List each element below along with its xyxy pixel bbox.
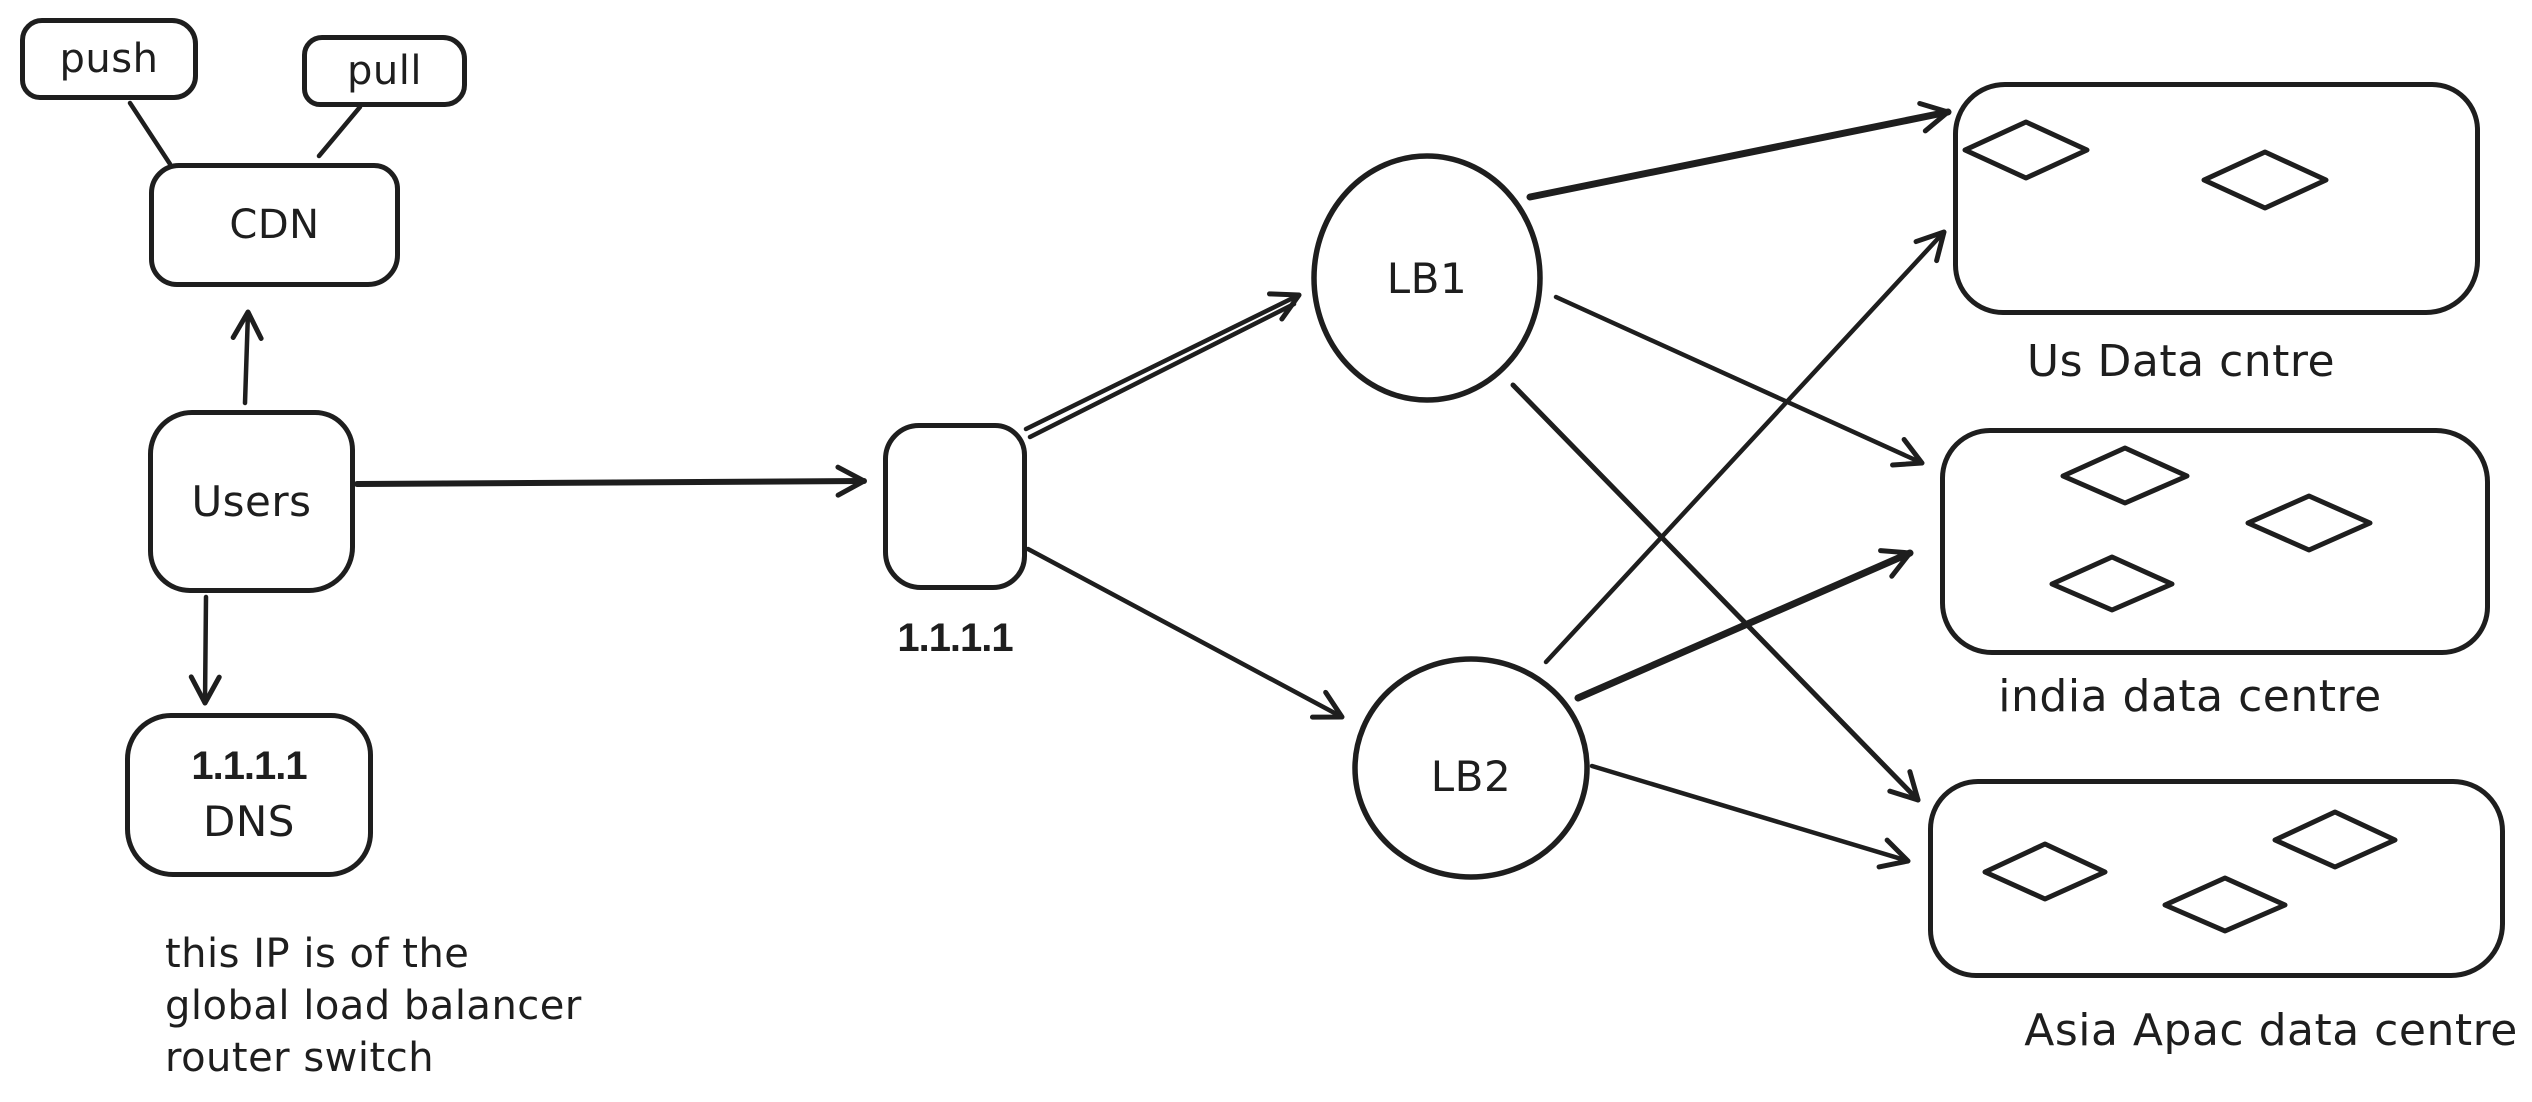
ip-annotation-line: router switch — [165, 1035, 435, 1081]
node-asia-datacentre — [1928, 779, 2505, 978]
dns-ip-label: 1.1.1.1 — [191, 744, 307, 788]
edge-lb2-indiadc-arrow — [1574, 548, 1914, 702]
node-dns: 1.1.1.1 DNS — [125, 713, 373, 877]
node-push: push — [20, 18, 198, 100]
edge-users-dns-arrow — [188, 594, 222, 706]
global-router-ip-label: 1.1.1.1 — [897, 615, 1013, 660]
lb2-label: LB2 — [1430, 751, 1512, 801]
edge-push-cdn — [127, 100, 173, 167]
node-global-router — [883, 423, 1027, 590]
node-pull: pull — [302, 35, 467, 107]
us-datacentre-label: Us Data cntre — [2026, 335, 2336, 387]
edge-users-cdn-arrow — [230, 309, 264, 406]
node-us-datacentre — [1953, 82, 2480, 315]
cdn-label: CDN — [229, 202, 320, 248]
edge-router-lb1-arrow — [1023, 291, 1302, 432]
edge-lb1-usdc-arrow — [1526, 100, 1952, 201]
ip-annotation-line: this IP is of the — [165, 931, 470, 977]
lb1-label: LB1 — [1386, 253, 1468, 303]
edge-lb2-asiadc-arrow — [1589, 763, 1911, 870]
edge-pull-cdn — [316, 104, 363, 159]
ip-annotation: this IP is of the global load balancer r… — [165, 928, 582, 1084]
asia-datacentre-label: Asia Apac data centre — [2024, 1004, 2518, 1056]
edge-lb2-usdc-arrow — [1543, 229, 1947, 665]
push-label: push — [59, 36, 159, 82]
edge-router-lb1-parallel — [1027, 301, 1297, 440]
users-label: Users — [191, 477, 312, 526]
node-users: Users — [148, 410, 355, 593]
node-india-datacentre — [1940, 428, 2490, 655]
dns-name-label: DNS — [203, 797, 295, 846]
edge-lb1-asiadc-arrow — [1510, 382, 1921, 803]
edge-lb1-indiadc-arrow — [1553, 294, 1925, 468]
edge-router-lb2-arrow — [1025, 546, 1345, 720]
edge-users-router-arrow — [354, 464, 867, 498]
india-datacentre-label: india data centre — [1998, 670, 2382, 722]
pull-label: pull — [347, 48, 422, 94]
ip-annotation-line: global load balancer — [165, 983, 582, 1029]
node-cdn: CDN — [149, 163, 400, 287]
